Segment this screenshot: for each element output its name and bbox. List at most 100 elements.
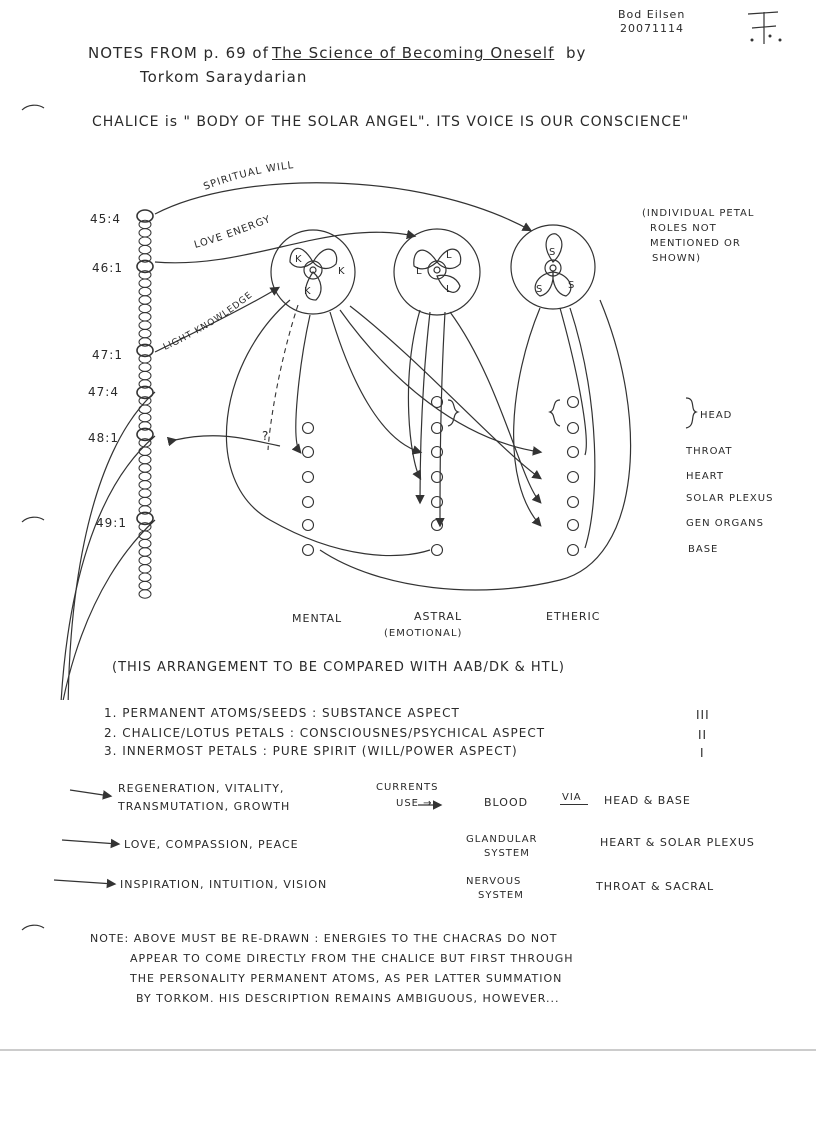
petal-letter-k-1: K xyxy=(295,254,303,265)
signature-glyph xyxy=(748,12,782,44)
chakra-center-circle xyxy=(303,423,314,434)
chakra-center-circle xyxy=(568,520,579,531)
curve-label-spiritual-will-text: SPIRITUAL WILL xyxy=(202,160,295,193)
energy-1-left-line1: REGENERATION, VITALITY, xyxy=(118,782,284,795)
dashed-path xyxy=(268,305,298,450)
chakra-center-circle xyxy=(568,497,579,508)
mental-loop xyxy=(226,300,430,556)
energy-3-system-line2: SYSTEM xyxy=(478,890,524,901)
aspect-1-text: 1. PERMANENT ATOMS/SEEDS : SUBSTANCE ASP… xyxy=(104,706,460,720)
chakra-center-circle xyxy=(568,545,579,556)
chain-link xyxy=(139,590,151,598)
lotus-love: L L L xyxy=(394,229,480,315)
currents-line1: CURRENTS xyxy=(376,782,438,793)
chain-link xyxy=(139,548,151,556)
chain-link xyxy=(139,455,151,463)
curve-label-love-energy-text: LOVE ENERGY xyxy=(193,214,273,251)
astral-brace xyxy=(448,400,458,426)
petal-letter-s-2: S xyxy=(536,284,543,295)
column-astral-sub: (EMOTIONAL) xyxy=(384,628,462,639)
footer-note-1: NOTE: ABOVE MUST BE RE-DRAWN : ENERGIES … xyxy=(90,932,557,945)
chain-link xyxy=(139,539,151,547)
chain-link xyxy=(139,363,151,371)
chain-link xyxy=(139,313,151,321)
chain-link xyxy=(139,447,151,455)
chakra-throat: THROAT xyxy=(685,446,732,457)
lotus-knowledge: K K K xyxy=(271,230,355,314)
atom-label-48-1: 48:1 xyxy=(88,431,119,445)
chakra-base: BASE xyxy=(688,544,718,555)
chain-link xyxy=(139,279,151,287)
chakra-center-circle xyxy=(303,520,314,531)
petal-letter-s-1: S xyxy=(549,247,556,258)
chain-link xyxy=(139,481,151,489)
chakra-center-circle xyxy=(432,545,443,556)
chain-link xyxy=(139,245,151,253)
petal-letter-k-2: K xyxy=(338,266,346,277)
currents-line2: USE → xyxy=(396,798,433,809)
chakra-center-circle xyxy=(568,423,579,434)
aspect-3-numeral: I xyxy=(700,746,705,760)
chakra-center-circle xyxy=(432,497,443,508)
energy-3-centers: THROAT & SACRAL xyxy=(596,880,714,893)
chain-link xyxy=(139,229,151,237)
curve-label-spiritual-will: SPIRITUAL WILL xyxy=(202,160,295,193)
chakra-heart: HEART xyxy=(686,471,724,482)
chakra-head: HEAD xyxy=(700,410,732,421)
footer-note-4: BY TORKOM. HIS DESCRIPTION REMAINS AMBIG… xyxy=(136,992,559,1005)
permanent-atom-chain xyxy=(137,210,153,598)
chain-link xyxy=(139,413,151,421)
chain-link xyxy=(139,581,151,589)
chain-link xyxy=(139,531,151,539)
curve-label-light-knowledge-text: LIGHT KNOWLEDGE xyxy=(162,290,255,353)
chakra-center-circle xyxy=(303,545,314,556)
column-etheric: ETHERIC xyxy=(546,610,600,623)
petal-letter-l-3: L xyxy=(446,284,453,295)
side-note-line-4: SHOWN) xyxy=(652,253,701,264)
lotus-to-center-lines xyxy=(296,306,595,548)
column-mental: MENTAL xyxy=(292,612,342,625)
energy-1-centers: HEAD & BASE xyxy=(604,794,691,807)
chakra-center-circle xyxy=(568,397,579,408)
chain-link xyxy=(139,304,151,312)
etheric-brace xyxy=(550,400,560,426)
chain-link xyxy=(139,489,151,497)
lotus-sacrifice: S S S xyxy=(511,225,595,309)
chain-link xyxy=(139,565,151,573)
chain-link xyxy=(139,287,151,295)
chain-link xyxy=(139,329,151,337)
chain-link xyxy=(139,321,151,329)
energy-2-left: LOVE, COMPASSION, PEACE xyxy=(124,838,299,851)
chalice-diagram: 45:4 46:1 47:1 47:4 48:1 49:1 K K K L L … xyxy=(0,0,816,700)
column-astral: ASTRAL xyxy=(414,610,462,623)
chakra-center-circle xyxy=(432,472,443,483)
chain-link xyxy=(139,296,151,304)
atom-label-47-4: 47:4 xyxy=(88,385,119,399)
atom-label-46-1: 46:1 xyxy=(92,261,123,275)
aspect-1-numeral: III xyxy=(696,708,710,722)
chain-link xyxy=(139,573,151,581)
energy-3-system-line1: NERVOUS xyxy=(466,876,521,887)
energy-1-via: VIA xyxy=(562,792,582,803)
chakra-solar-plexus: SOLAR PLEXUS xyxy=(686,493,773,504)
petal-letter-l-1: L xyxy=(416,266,423,277)
chakra-center-circle xyxy=(568,472,579,483)
compare-note: (THIS ARRANGEMENT TO BE COMPARED WITH AA… xyxy=(112,660,565,675)
energy-3-left: INSPIRATION, INTUITION, VISION xyxy=(120,878,327,891)
curve-label-light-knowledge: LIGHT KNOWLEDGE xyxy=(162,290,255,353)
side-note-line-2: ROLES NOT xyxy=(650,223,717,234)
footer-note-2: APPEAR TO COME DIRECTLY FROM THE CHALICE… xyxy=(130,952,574,965)
side-note-line-1: (INDIVIDUAL PETAL xyxy=(642,208,754,219)
atom-label-45-4: 45:4 xyxy=(90,212,121,226)
energy-2-system-line2: SYSTEM xyxy=(484,848,530,859)
petal-letter-l-2: L xyxy=(446,250,453,261)
energy-1-left-line2: TRANSMUTATION, GROWTH xyxy=(118,800,290,813)
chakra-center-circle xyxy=(303,497,314,508)
footer-note-3: THE PERSONALITY PERMANENT ATOMS, AS PER … xyxy=(130,972,562,985)
energy-2-system-line1: GLANDULAR xyxy=(466,834,537,845)
question-mark: ? xyxy=(262,429,269,443)
chain-link xyxy=(139,237,151,245)
chain-link xyxy=(139,556,151,564)
energy-1-via-arrow xyxy=(560,804,588,805)
chakra-center-circle xyxy=(432,520,443,531)
